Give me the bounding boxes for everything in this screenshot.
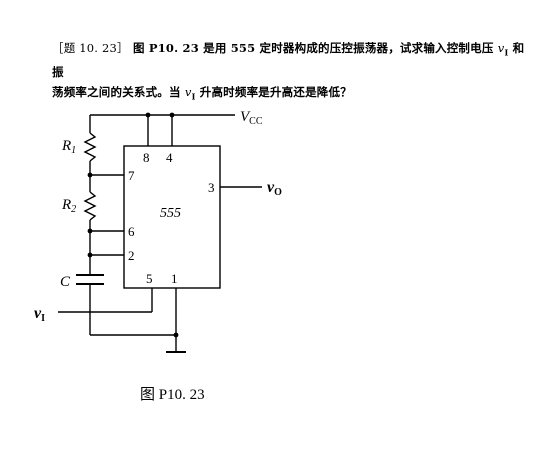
pin-6-label: 6 <box>128 224 135 239</box>
junction-dot <box>145 112 151 118</box>
pin-3-label: 3 <box>208 180 215 195</box>
question-sub-i: I <box>504 47 509 58</box>
pin-4-label: 4 <box>166 150 173 165</box>
r2-resistor <box>83 191 97 221</box>
vi-label: vI <box>34 305 45 324</box>
question-text: ［题 10. 23］ 图 P10. 23 是用 555 定时器构成的压控振荡器，… <box>52 38 532 107</box>
figure-caption: 图 P10. 23 <box>140 387 205 403</box>
r1-label: R1 <box>61 138 76 156</box>
question-tag: ［题 10. 23］ <box>52 41 129 55</box>
r1-resistor <box>83 132 97 162</box>
pin-1-label: 1 <box>171 271 178 286</box>
question-line2-a: 荡频率之间的关系式。当 <box>52 85 185 100</box>
chip-label: 555 <box>160 206 181 221</box>
c-label: C <box>60 274 71 290</box>
question-var-vi: v <box>497 41 505 55</box>
junction-dot <box>87 172 93 178</box>
question-var-vi-2: v <box>184 85 192 100</box>
vo-label: vO <box>267 179 282 198</box>
question-line1-b: 和振 <box>52 41 525 80</box>
pin-8-label: 8 <box>143 150 150 165</box>
question-sub-i-2: I <box>191 91 196 102</box>
junction-dot <box>87 228 93 234</box>
pin-5-label: 5 <box>146 271 153 286</box>
pin-2-label: 2 <box>128 248 135 263</box>
r2-label: R2 <box>61 197 76 215</box>
question-line2-b: 升高时频率是升高还是降低？ <box>195 85 352 100</box>
junction-dot <box>87 252 93 258</box>
junction-dot <box>169 112 175 118</box>
question-line1-a: 图 P10. 23 是用 555 定时器构成的压控振荡器，试求输入控制电压 <box>132 41 498 55</box>
pin-7-label: 7 <box>128 168 135 183</box>
junction-dot <box>173 332 179 338</box>
vcc-label: VCC <box>240 109 263 127</box>
